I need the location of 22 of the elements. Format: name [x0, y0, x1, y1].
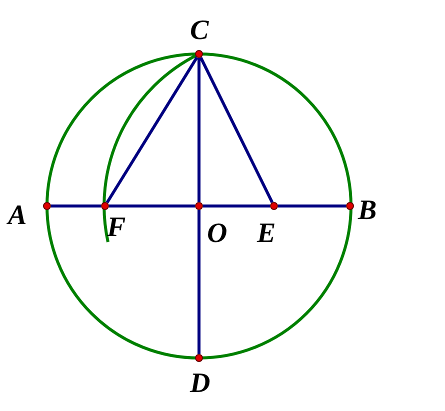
point-dot [195, 50, 203, 58]
point-label: B [358, 197, 377, 225]
point-dot [270, 202, 278, 210]
point-dot [101, 202, 109, 210]
point-label: F [107, 214, 126, 242]
line-segment [199, 56, 274, 204]
point-label: O [207, 220, 228, 248]
point-dot [195, 354, 203, 362]
point-dot [195, 202, 203, 210]
line-segment [198, 210, 200, 354]
point-label: A [8, 202, 27, 230]
point-dot [43, 202, 51, 210]
line-segment [203, 204, 270, 208]
point-label: C [190, 17, 209, 45]
line-segment [51, 204, 101, 208]
point-dot [346, 202, 354, 210]
line-segment [198, 58, 200, 202]
line-segment [109, 204, 195, 208]
line-segment [278, 204, 346, 208]
point-label: D [190, 370, 210, 398]
point-label: E [257, 220, 276, 248]
line-segment [106, 56, 198, 204]
